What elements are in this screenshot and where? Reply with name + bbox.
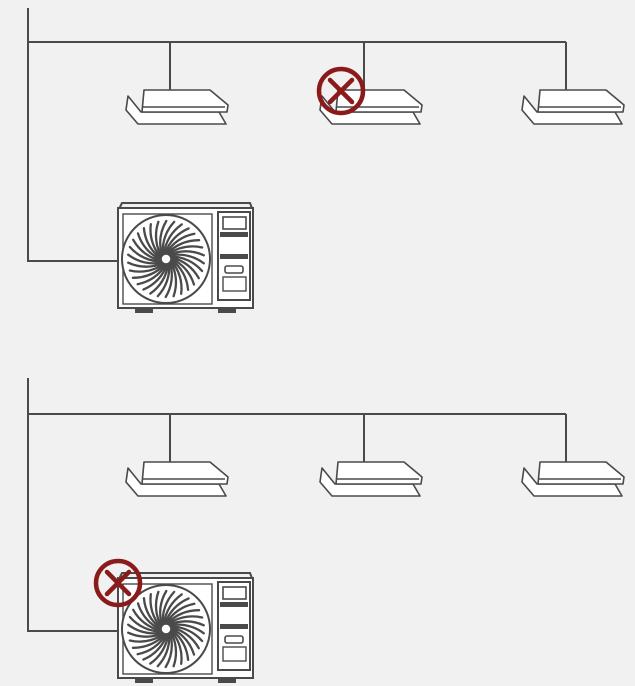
system-1 — [27, 8, 625, 315]
indoor-unit-icon — [521, 89, 625, 125]
fault-cross-icon — [316, 66, 366, 116]
indoor-unit-icon — [521, 461, 625, 497]
main-riser-pipe — [27, 8, 118, 262]
system-2 — [27, 378, 625, 685]
pipe-network — [27, 8, 567, 262]
fault-cross-icon — [93, 558, 143, 608]
pipe-network — [27, 378, 567, 632]
main-riser-pipe — [27, 378, 118, 632]
outdoor-unit-icon — [116, 201, 255, 315]
indoor-unit-icon — [125, 461, 229, 497]
indoor-unit-icon — [319, 461, 423, 497]
indoor-unit-icon — [125, 89, 229, 125]
